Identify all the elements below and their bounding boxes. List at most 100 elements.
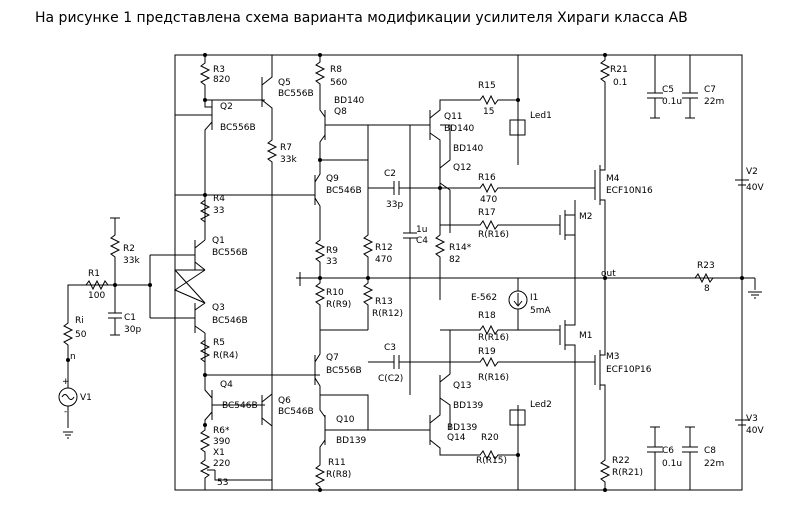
label-r7: R7 <box>280 143 292 153</box>
wire <box>80 279 114 291</box>
label-r23: R23 <box>697 261 715 271</box>
label-r15: R15 <box>478 81 496 91</box>
wire <box>205 160 321 235</box>
wire <box>559 200 576 250</box>
label-q10t: BD139 <box>336 436 367 446</box>
label-c8: C8 <box>704 446 716 456</box>
label-r12: R12 <box>375 243 393 253</box>
wire <box>362 160 374 330</box>
wire <box>194 302 206 334</box>
label-r8v: 560 <box>330 78 347 88</box>
label-r6: R6* <box>213 426 230 436</box>
wire <box>513 293 523 307</box>
label-q13t: BD139 <box>453 401 484 411</box>
label-r7v: 33k <box>280 155 297 165</box>
wire <box>735 419 749 426</box>
label-r9v: 33 <box>326 257 337 267</box>
label-r22: R22 <box>612 456 630 466</box>
wire <box>108 285 122 336</box>
label-c8v: 22m <box>704 459 724 469</box>
wire <box>440 219 560 231</box>
label-m1: M1 <box>579 331 593 341</box>
wire <box>594 150 606 278</box>
label-m3t: ECF10P16 <box>606 365 652 375</box>
wire <box>475 94 518 106</box>
label-c5v: 0.1u <box>662 97 682 107</box>
label-q1t: BC556B <box>212 248 248 258</box>
label-e562: E-562 <box>471 293 497 303</box>
label-q11: Q11 <box>444 112 463 122</box>
label-r1: R1 <box>88 269 100 279</box>
wire <box>314 235 326 278</box>
driver-section <box>368 55 595 490</box>
label-m2: M2 <box>579 212 593 222</box>
label-r14v: 82 <box>449 255 460 265</box>
label-q9t: BC546B <box>326 186 362 196</box>
wire <box>319 100 326 160</box>
label-r6v: 390 <box>213 437 230 447</box>
wire <box>203 98 207 102</box>
upper-bias <box>175 53 278 490</box>
label-q12: Q12 <box>453 163 472 173</box>
label-q7t: BC556B <box>326 366 362 376</box>
label-ri: Ri <box>75 316 84 326</box>
page-title: На рисунке 1 представлена схема варианта… <box>35 10 688 26</box>
wire <box>574 200 605 490</box>
label-r11v: R(R8) <box>326 470 351 480</box>
input-pair <box>173 195 206 390</box>
label-r16v: 470 <box>480 195 497 205</box>
label-c6: C6 <box>662 446 674 456</box>
wire <box>320 394 369 431</box>
label-q2t: BC556B <box>220 123 256 133</box>
wire <box>599 455 611 490</box>
label-riv: 50 <box>75 330 87 340</box>
wire <box>199 425 211 490</box>
wire <box>207 469 272 481</box>
label-v3v: 40V <box>746 426 764 436</box>
wire <box>682 55 698 119</box>
label-q3t: BC546B <box>212 316 248 326</box>
wire <box>440 356 595 368</box>
label-c7v: 22m <box>704 97 724 107</box>
lower-bias <box>199 333 320 490</box>
wire <box>403 125 417 395</box>
label-r5v: R(R4) <box>213 351 238 361</box>
label-r20: R20 <box>481 433 499 443</box>
label-r8: R8 <box>330 65 342 75</box>
wire <box>318 53 322 57</box>
wire <box>173 269 206 304</box>
svg-text:-: - <box>64 407 67 417</box>
label-c7: C7 <box>704 85 716 95</box>
wire <box>599 55 611 150</box>
label-led2: Led2 <box>530 400 552 410</box>
label-v2v: 40V <box>746 183 764 193</box>
wire <box>647 426 663 490</box>
label-out: out <box>601 269 616 279</box>
label-q14t: BD139 <box>447 423 478 433</box>
wire <box>439 330 451 430</box>
label-q6: Q6 <box>278 396 291 406</box>
wire <box>109 218 121 285</box>
wire <box>368 355 440 369</box>
label-r18: R18 <box>478 311 496 321</box>
label-q13: Q13 <box>453 381 472 391</box>
label-q11t: BD140 <box>444 124 475 134</box>
wire <box>509 119 526 165</box>
label-r4: R4 <box>213 194 225 204</box>
label-c1: C1 <box>124 313 136 323</box>
vas-section <box>205 53 742 492</box>
wire <box>439 124 451 233</box>
label-r10v: R(R9) <box>326 300 351 310</box>
wire <box>150 254 195 319</box>
label-r3: R3 <box>213 65 225 75</box>
label-r2: R2 <box>123 244 135 254</box>
label-r21v: 0.1 <box>613 78 627 88</box>
wire <box>690 272 742 284</box>
wire <box>368 405 475 456</box>
label-r21: R21 <box>610 65 628 75</box>
wire <box>148 283 152 287</box>
label-q12t: BD140 <box>453 144 484 154</box>
wire <box>174 54 743 491</box>
wire <box>509 409 526 426</box>
wire <box>203 53 207 57</box>
